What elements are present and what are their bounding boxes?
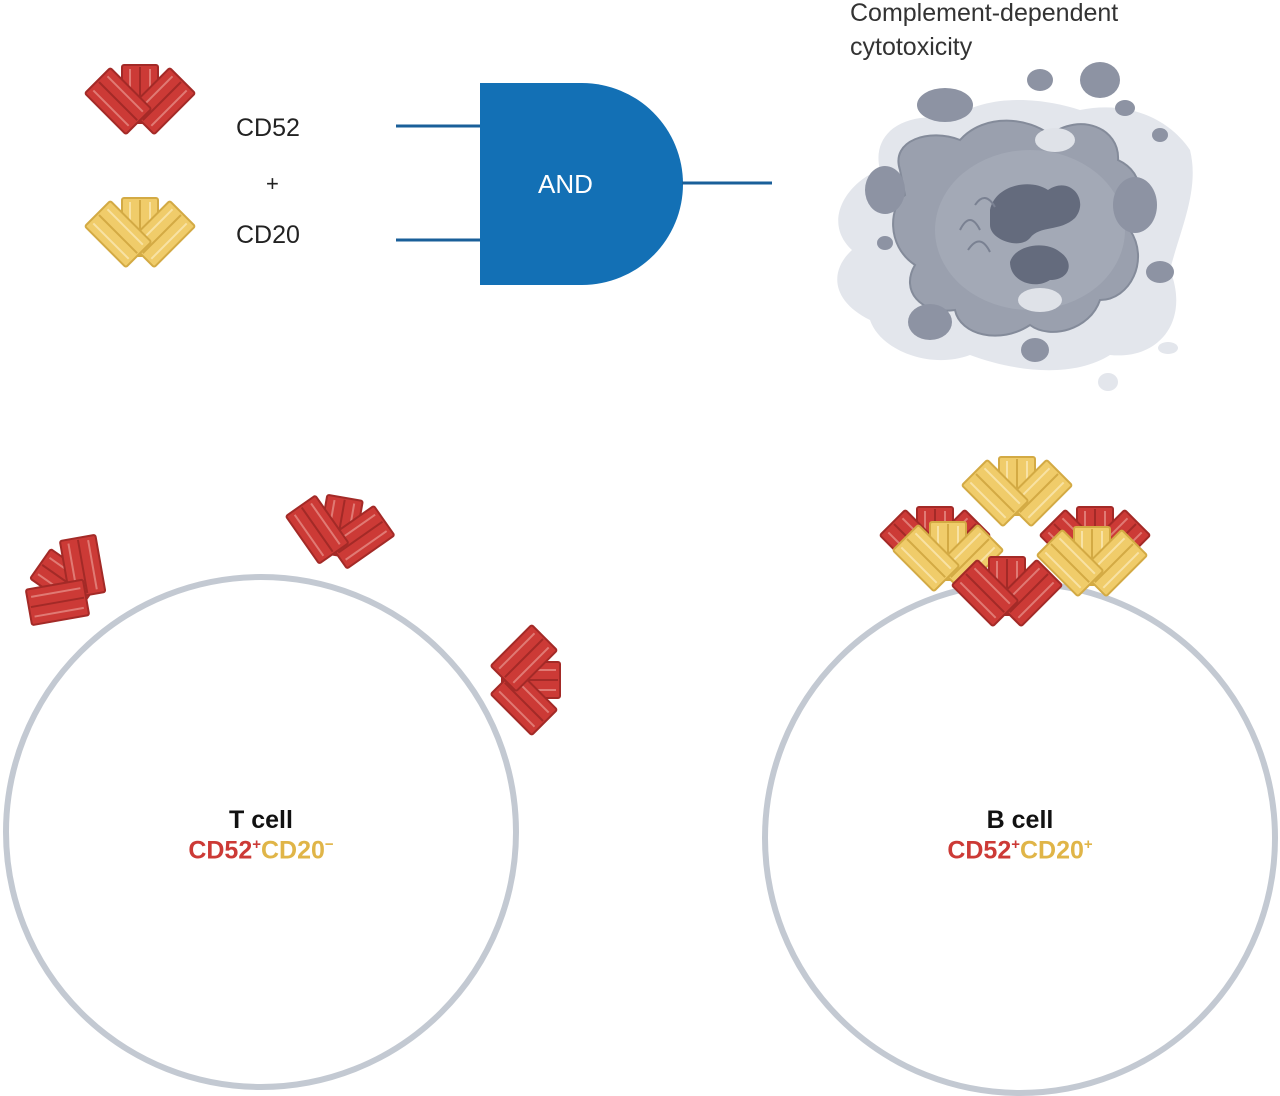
and-gate-label: AND (538, 169, 593, 199)
dying-cell (837, 62, 1193, 391)
b-cell-markers: CD52+CD20+ (870, 836, 1170, 865)
plus-sign: + (266, 171, 279, 196)
t-cell-marker-cd20-sign: − (324, 836, 334, 853)
cd52-antibody-legend (83, 64, 197, 136)
b-cell-title: B cell (986, 806, 1054, 834)
t-cell-marker-cd52: CD52 (188, 836, 253, 865)
t-cell-membrane (3, 574, 519, 1090)
b-cell-marker-cd20: CD20 (1020, 836, 1084, 865)
outcome-label: Complement-dependent cytotoxicity (850, 0, 1118, 64)
t-cell-cd52-antibody-2 (277, 487, 401, 577)
b-cell-marker-cd52-sign: + (1011, 836, 1020, 853)
outcome-line-1: Complement-dependent (850, 0, 1119, 27)
t-cell-cd52-antibody-3 (489, 623, 561, 737)
and-gate (396, 83, 772, 285)
b-cell-cd20-antibody-2 (960, 456, 1074, 528)
cd20-antibody-legend (83, 197, 197, 269)
t-cell-marker-cd20: CD20 (261, 836, 325, 865)
cd20-legend-label: CD20 (236, 221, 300, 249)
b-cell-marker-cd20-sign: + (1083, 836, 1093, 853)
t-cell-markers: CD52+CD20− (111, 836, 411, 865)
cd52-legend-label: CD52 (236, 114, 300, 142)
t-cell-marker-cd52-sign: + (252, 836, 261, 853)
outcome-line-2: cytotoxicity (850, 33, 973, 61)
b-cell-marker-cd52: CD52 (947, 836, 1012, 865)
t-cell-title: T cell (229, 806, 293, 834)
gate-body (480, 83, 683, 285)
